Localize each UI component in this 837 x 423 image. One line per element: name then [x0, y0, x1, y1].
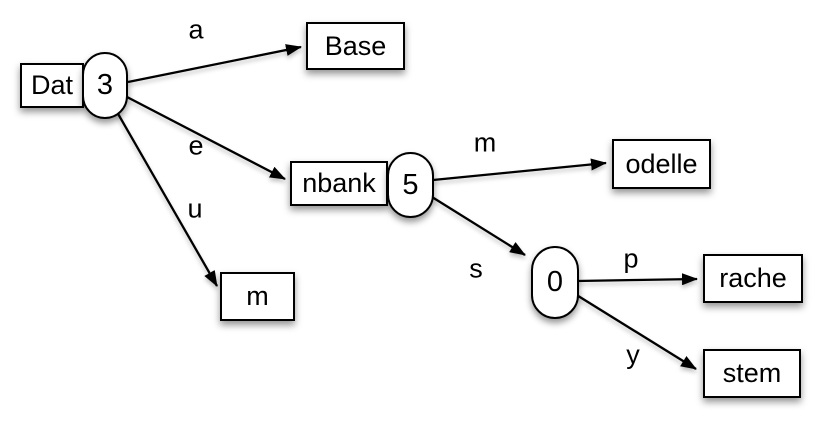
- edge-label-m: m: [473, 127, 497, 158]
- edge-arrow-a: [127, 44, 302, 84]
- node-stem: stem: [703, 349, 801, 398]
- edge-arrow-p: [576, 273, 698, 286]
- node-odelle: odelle: [612, 139, 711, 189]
- edge-arrow-y: [574, 293, 697, 370]
- edge-label-e: e: [188, 130, 204, 161]
- node-count-5: 5: [387, 152, 434, 218]
- edge-label-a: a: [188, 14, 204, 45]
- node-count-0: 0: [531, 246, 579, 319]
- node-rache: rache: [703, 254, 803, 303]
- edge-label-s: s: [469, 253, 483, 284]
- node-dat: Dat: [20, 63, 84, 108]
- edge-label-p: p: [623, 243, 639, 274]
- node-count-3: 3: [82, 52, 128, 119]
- node-m: m: [220, 272, 295, 321]
- edge-label-y: y: [626, 339, 640, 370]
- edge-arrow-e: [126, 95, 286, 181]
- edge-arrow-s: [431, 196, 526, 256]
- edge-arrow-u: [116, 111, 218, 287]
- edge-arrow-m: [432, 158, 607, 182]
- node-nbank: nbank: [290, 161, 388, 206]
- edge-label-u: u: [187, 193, 203, 224]
- node-base: Base: [306, 22, 405, 70]
